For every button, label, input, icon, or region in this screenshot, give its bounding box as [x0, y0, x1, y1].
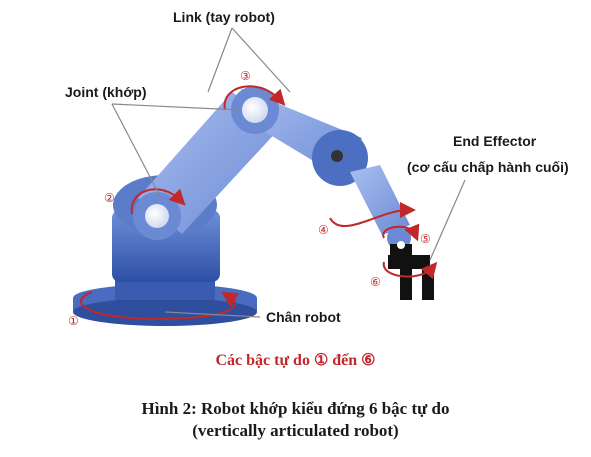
rotation-arrows	[80, 85, 438, 320]
dof-number-6: ⑥	[370, 275, 381, 289]
elbow-pin	[331, 150, 343, 162]
figure-caption: Hình 2: Robot khớp kiểu đứng 6 bậc tự do…	[0, 398, 591, 442]
dof-number-3: ③	[240, 69, 251, 83]
link-label: Link (tay robot)	[173, 9, 275, 25]
dof-number-4: ④	[318, 223, 329, 237]
end-effector-label: End Effector	[453, 133, 537, 149]
figure-caption-line1: Hình 2: Robot khớp kiểu đứng 6 bậc tự do	[141, 399, 450, 418]
joint-3	[242, 97, 268, 123]
joint-2	[145, 204, 169, 228]
base-label: Chân robot	[266, 309, 341, 325]
joint-label: Joint (khớp)	[65, 84, 147, 100]
end-effector	[388, 241, 434, 300]
dof-number-2: ②	[104, 191, 115, 205]
robot-link-forearm	[350, 165, 410, 235]
figure-caption-line2: (vertically articulated robot)	[192, 421, 399, 440]
end-effector-sublabel: (cơ cấu chấp hành cuối)	[407, 159, 569, 175]
dof-number-5: ⑤	[420, 232, 431, 246]
dof-number-1: ①	[68, 314, 79, 328]
dof-caption: Các bậc tự do ① đến ⑥	[215, 352, 376, 369]
leader-lines	[111, 27, 466, 318]
